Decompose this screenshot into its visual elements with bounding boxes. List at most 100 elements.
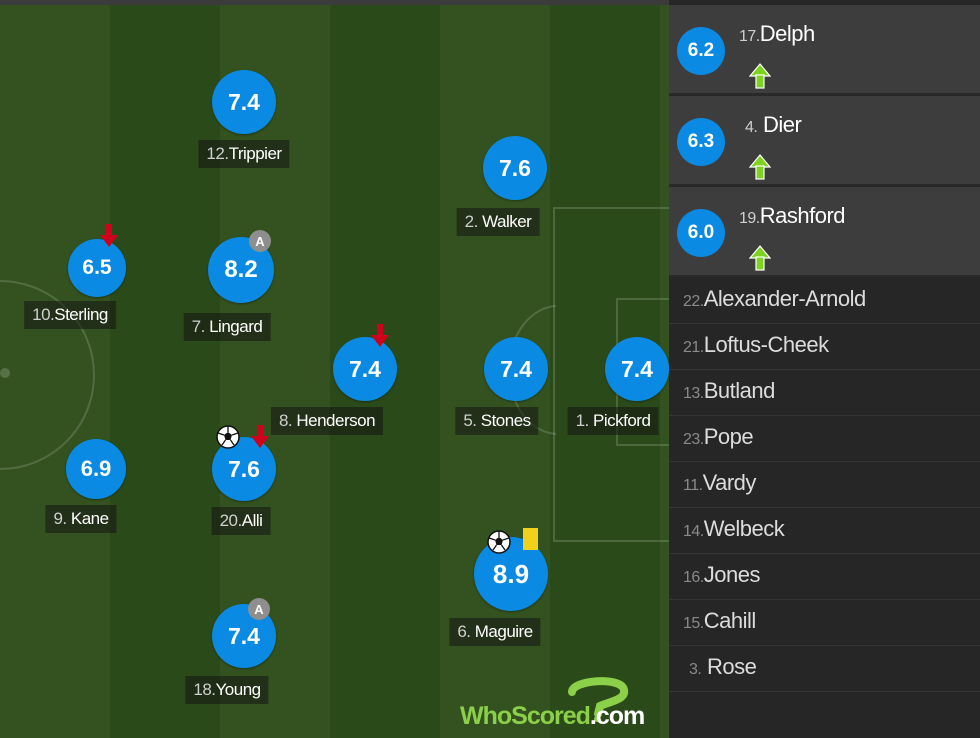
bench-name-label: 11.Vardy	[683, 470, 756, 496]
player-number: 18.	[193, 680, 216, 699]
logo-part1: WhoScored	[460, 702, 591, 730]
player-name-label: 5. Stones	[455, 407, 539, 435]
bench-number: 14.	[683, 523, 704, 540]
substitute-name-label: 4. Dier	[745, 112, 802, 138]
player-rating: 7.4	[605, 337, 669, 401]
player-name: Sterling	[54, 305, 108, 324]
bench-name: Welbeck	[703, 516, 785, 541]
player-name-label: 6. Maguire	[449, 618, 541, 646]
player-number: 5.	[463, 411, 477, 430]
substitute-rating: 6.0	[677, 209, 725, 257]
whoscored-logo[interactable]: WhoScored.com	[456, 676, 666, 732]
substitute-rating: 6.3	[677, 118, 725, 166]
player-name-label: 9. Kane	[45, 505, 117, 533]
bench-name: Rose	[706, 654, 757, 679]
bench-name-label: 21.Loftus-Cheek	[683, 332, 829, 358]
substitute-row[interactable]: 6.2 17.Delph	[669, 5, 980, 95]
player-name: Alli	[241, 511, 263, 530]
player-name: Henderson	[296, 411, 376, 430]
bench-row[interactable]: 14.Welbeck	[669, 508, 980, 554]
football-icon	[487, 530, 511, 554]
bench-row[interactable]: 23.Pope	[669, 416, 980, 462]
player-number: 8.	[278, 411, 293, 430]
player-name-label: 7. Lingard	[183, 313, 271, 341]
substitute-number: 4.	[745, 119, 758, 136]
substitute-rating: 6.2	[677, 27, 725, 75]
player-name: Kane	[70, 509, 109, 528]
player-number: 12.	[206, 144, 229, 163]
bench-name-label: 16.Jones	[683, 562, 760, 588]
substitute-number: 17.	[739, 28, 760, 45]
substitute-name: Rashford	[759, 203, 846, 228]
player-rating: 6.5	[68, 239, 126, 297]
red-down-arrow-icon	[251, 425, 269, 448]
player-number: 9.	[53, 509, 67, 528]
substitute-row[interactable]: 6.3 4. Dier	[669, 96, 980, 186]
player-name-label: 8. Henderson	[270, 407, 384, 435]
bench-number: 21.	[683, 339, 704, 356]
bench-name-label: 23.Pope	[683, 424, 754, 450]
bench-number: 15.	[683, 615, 704, 632]
player-number: 6.	[457, 622, 471, 641]
bench-name: Cahill	[703, 608, 757, 633]
player-rating: 6.9	[66, 439, 126, 499]
bench-row[interactable]: 16.Jones	[669, 554, 980, 600]
center-spot	[0, 368, 10, 378]
player-name-label: 20.Alli	[211, 507, 271, 535]
pitch: 7.4 12.Trippier 7.6 2. Walker 6.5 10.Ste…	[0, 0, 669, 738]
bench-row[interactable]: 13.Butland	[669, 370, 980, 416]
player-name: Lingard	[209, 317, 263, 336]
player-name-label: 10.Sterling	[24, 301, 116, 329]
player-rating: 7.4	[333, 337, 397, 401]
green-up-arrow-icon	[749, 63, 771, 89]
player-name-label: 1. Pickford	[567, 407, 659, 435]
player-name: Maguire	[474, 622, 533, 641]
bench-name: Butland	[703, 378, 776, 403]
bench-name: Jones	[703, 562, 761, 587]
green-up-arrow-icon	[749, 154, 771, 180]
bench-number: 23.	[683, 431, 704, 448]
bench-name-label: 3. Rose	[689, 654, 757, 680]
bench-row[interactable]: 3. Rose	[669, 646, 980, 692]
substitute-name: Delph	[759, 21, 815, 46]
logo-part2: .com	[589, 702, 645, 730]
bench-name-label: 15.Cahill	[683, 608, 756, 634]
substitute-name-label: 17.Delph	[739, 21, 815, 47]
bench-row[interactable]: 21.Loftus-Cheek	[669, 324, 980, 370]
bench-number: 22.	[683, 293, 704, 310]
bench-number: 16.	[683, 569, 704, 586]
bench-number: 11.	[683, 477, 703, 494]
red-down-arrow-icon	[371, 324, 389, 347]
player-name-label: 12.Trippier	[198, 140, 290, 168]
bench-row[interactable]: 11.Vardy	[669, 462, 980, 508]
football-icon	[216, 425, 240, 449]
player-number: 1.	[575, 411, 590, 430]
bench-row[interactable]: 22.Alexander-Arnold	[669, 278, 980, 324]
bench-name-label: 13.Butland	[683, 378, 775, 404]
player-name: Young	[215, 680, 262, 699]
player-name: Trippier	[228, 144, 283, 163]
bench-row[interactable]: 15.Cahill	[669, 600, 980, 646]
substitute-name-label: 19.Rashford	[739, 203, 846, 229]
green-up-arrow-icon	[749, 245, 771, 271]
assist-badge-icon: A	[249, 230, 271, 252]
substitute-number: 19.	[739, 210, 760, 227]
player-name-label: 18.Young	[185, 676, 269, 704]
player-rating: 7.6	[212, 437, 276, 501]
player-number: 2.	[464, 212, 479, 231]
assist-badge-icon: A	[248, 598, 270, 620]
substitutes-panel: 6.2 17.Delph 6.3 4. Dier 6.0 19.Rashford	[669, 0, 980, 738]
player-name: Pickford	[593, 411, 651, 430]
bench-name: Pope	[703, 424, 754, 449]
bench-name-label: 14.Welbeck	[683, 516, 785, 542]
bench-name: Vardy	[702, 470, 757, 495]
yellow-card-icon	[523, 528, 538, 550]
substitute-row[interactable]: 6.0 19.Rashford	[669, 187, 980, 277]
player-rating: 7.4	[212, 70, 276, 134]
bench-number: 13.	[683, 385, 704, 402]
player-name: Stones	[480, 411, 531, 430]
player-name: Walker	[482, 212, 532, 231]
logo-text: WhoScored.com	[460, 702, 645, 731]
bench-name: Alexander-Arnold	[703, 286, 866, 311]
